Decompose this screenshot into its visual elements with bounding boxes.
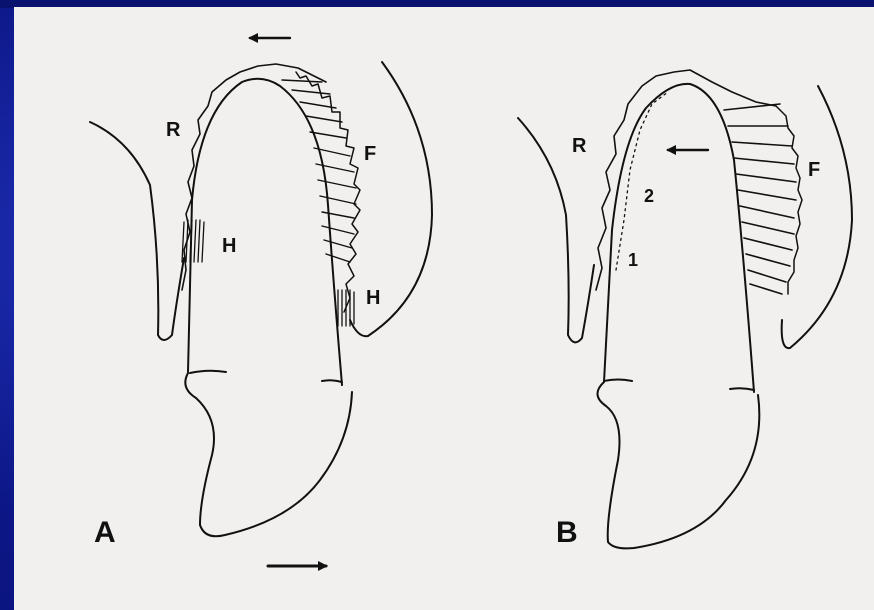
panel-b xyxy=(518,70,852,548)
panel-b-neck xyxy=(604,380,632,382)
panel-a-right-serration xyxy=(296,72,360,312)
panel-a-left-crest xyxy=(90,122,184,340)
panel-a-neck-right xyxy=(322,380,342,382)
panel-a-hatch-right xyxy=(338,290,354,326)
panel-b-label-f: F xyxy=(808,159,820,181)
panel-a-right-crest xyxy=(350,62,432,336)
panel-a-lamellae xyxy=(282,80,356,262)
panel-b-lamellae xyxy=(724,104,796,294)
figure-panel: R F H H A xyxy=(14,7,874,610)
panel-a xyxy=(90,38,432,566)
panel-a-envelope xyxy=(182,64,326,290)
panel-b-label-stage-2: 2 xyxy=(644,186,654,206)
panel-a-label-r: R xyxy=(166,119,181,141)
panel-b-envelope xyxy=(596,70,776,290)
panel-b-neck-right xyxy=(730,388,754,390)
panel-a-root xyxy=(185,373,352,536)
panel-a-label-f: F xyxy=(364,143,376,165)
panel-b-label-r: R xyxy=(572,135,587,157)
panel-a-tooth-body xyxy=(188,79,342,385)
panel-b-label-stage-1: 1 xyxy=(628,250,638,270)
tooth-diagram: R F H H A xyxy=(14,7,874,610)
panel-a-label: A xyxy=(94,516,116,549)
panel-a-neck xyxy=(190,371,226,373)
panel-b-label: B xyxy=(556,516,578,549)
panel-a-label-h-left: H xyxy=(222,235,236,257)
panel-b-root xyxy=(597,382,759,548)
panel-a-label-h-right: H xyxy=(366,287,380,309)
panel-b-tooth-body xyxy=(604,84,754,392)
